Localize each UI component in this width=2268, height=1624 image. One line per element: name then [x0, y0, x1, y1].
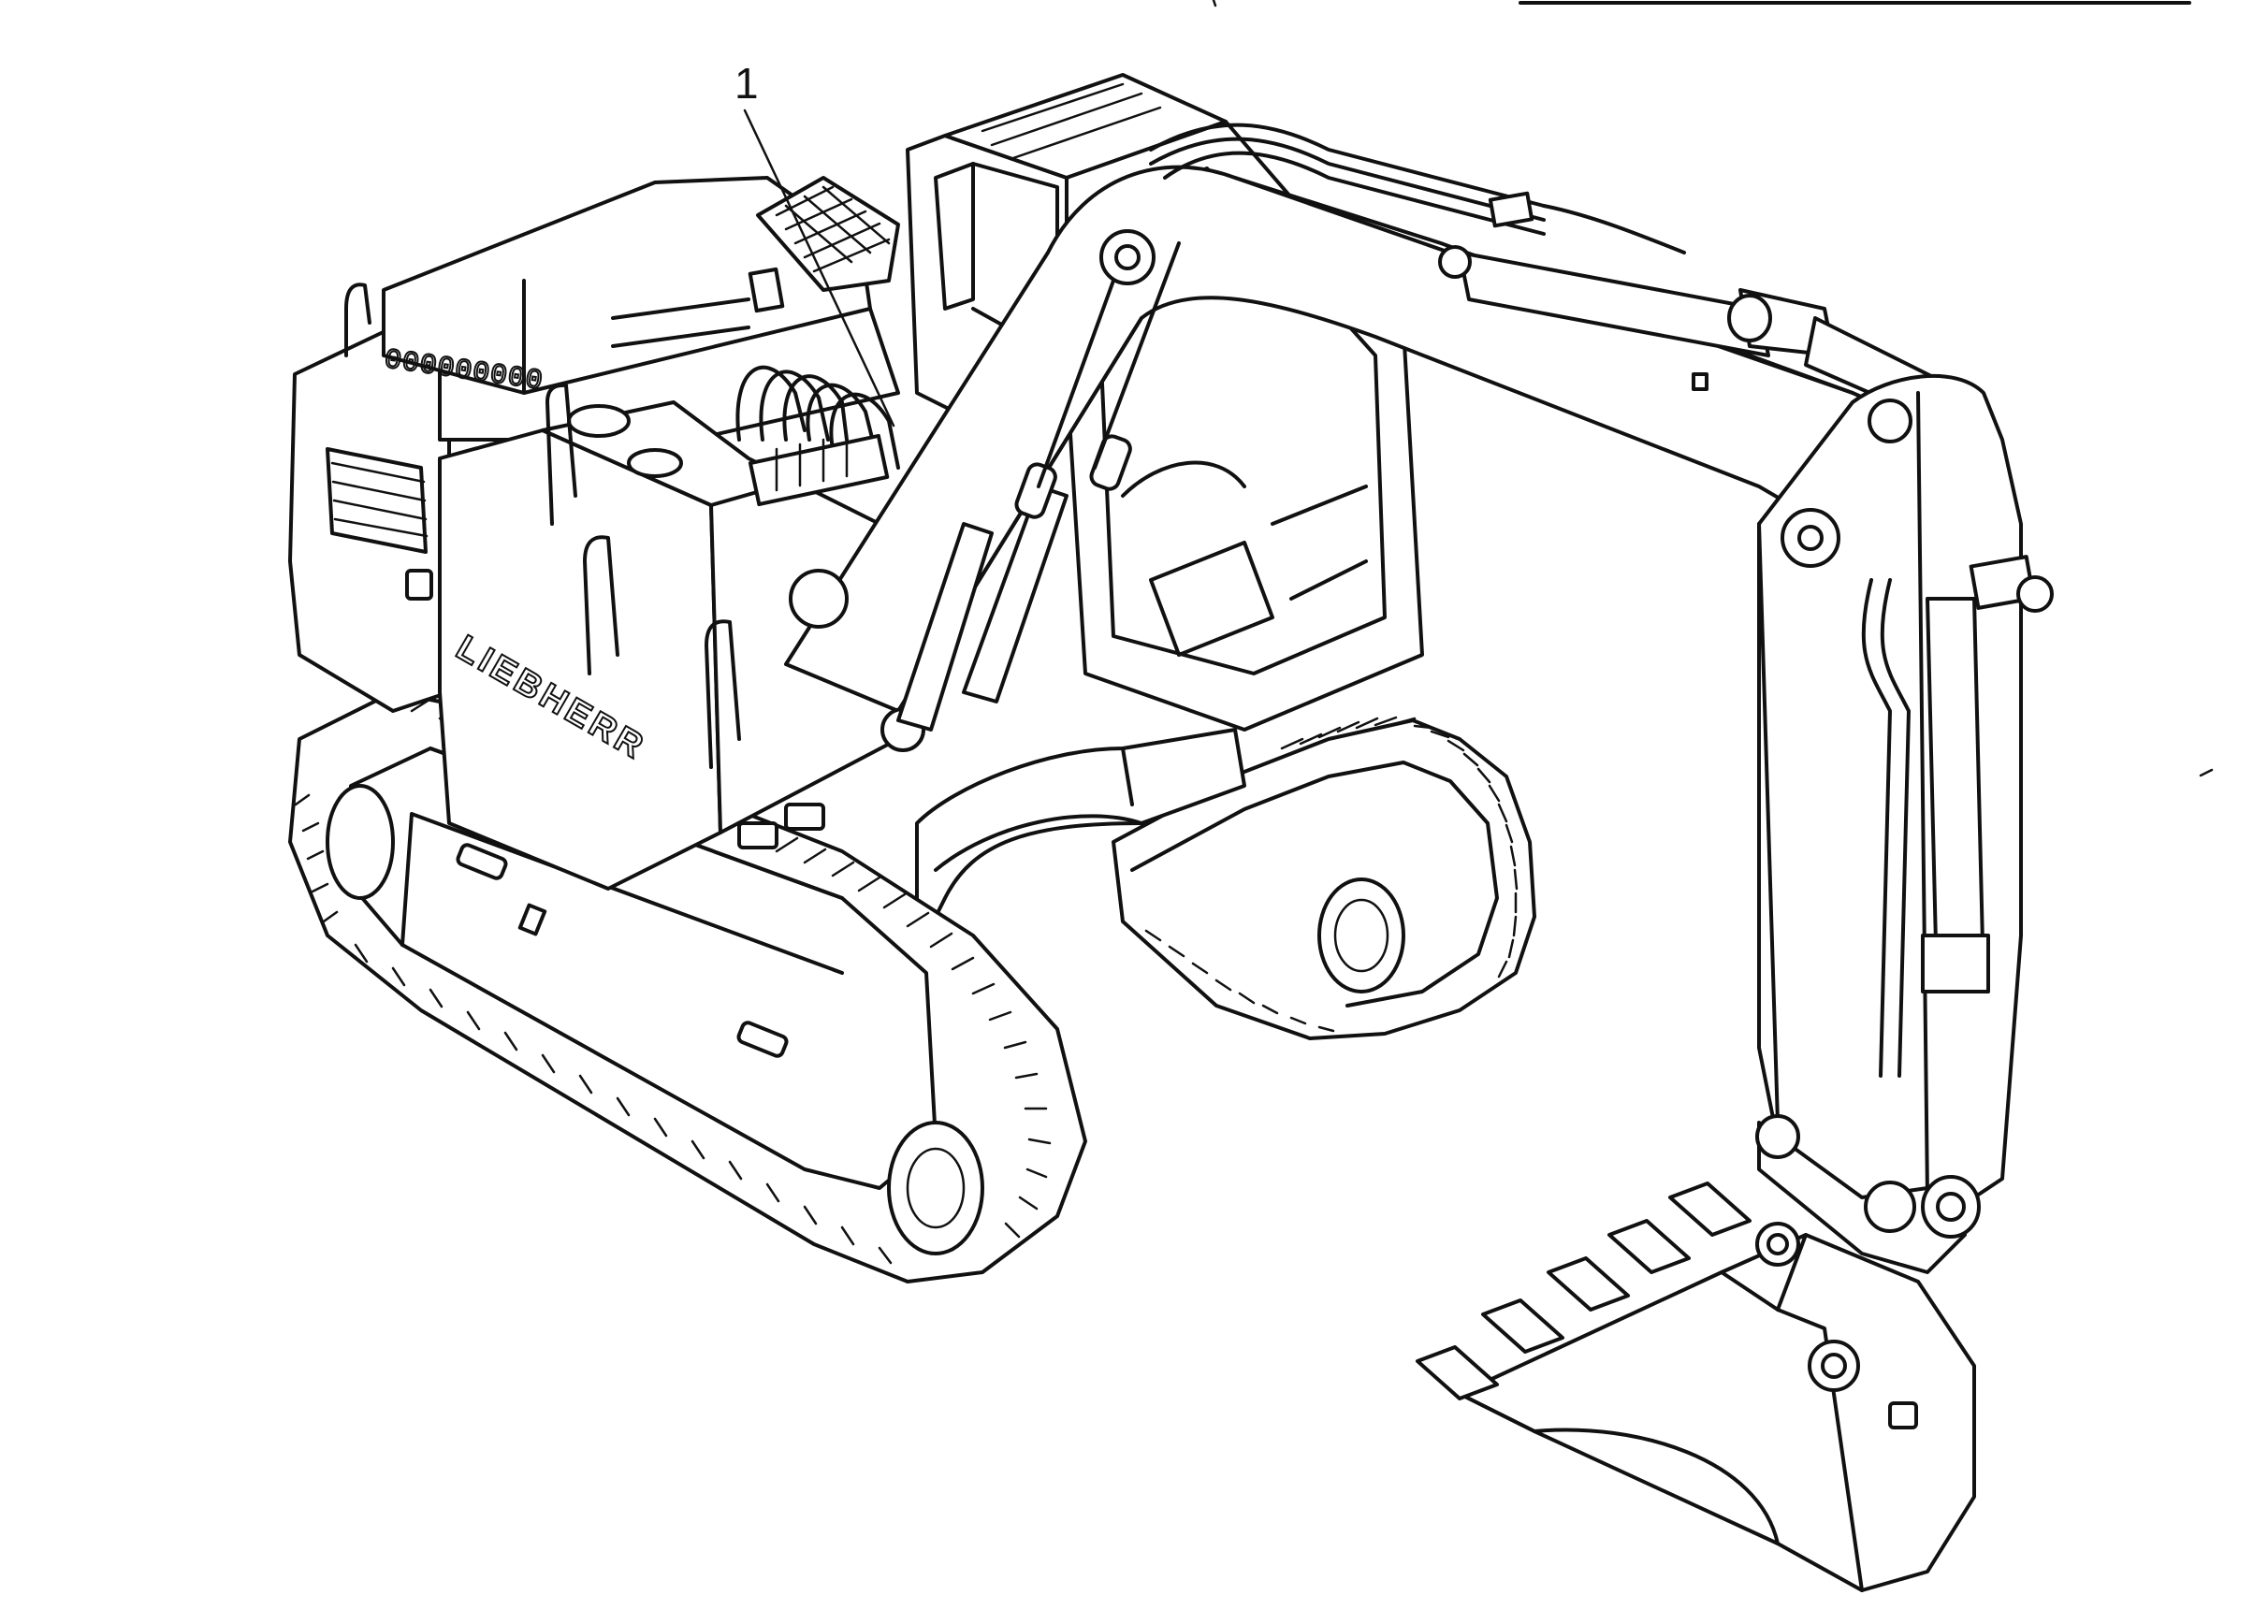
rear-crawler-track [1112, 716, 1536, 1040]
side-body: LIEBHERR [438, 383, 900, 891]
page-edge-marks [1212, 0, 2214, 777]
stick-cylinder [1438, 191, 1967, 432]
callout-1: 1 [734, 59, 895, 428]
hydraulic-hoses [735, 365, 900, 507]
boom [784, 123, 1948, 752]
undercarriage-frame [915, 728, 1246, 956]
bucket-linkage [1755, 1114, 1981, 1274]
bucket [1416, 1182, 1976, 1592]
stick [1757, 373, 2054, 1218]
callout-label-1: 1 [734, 59, 759, 108]
